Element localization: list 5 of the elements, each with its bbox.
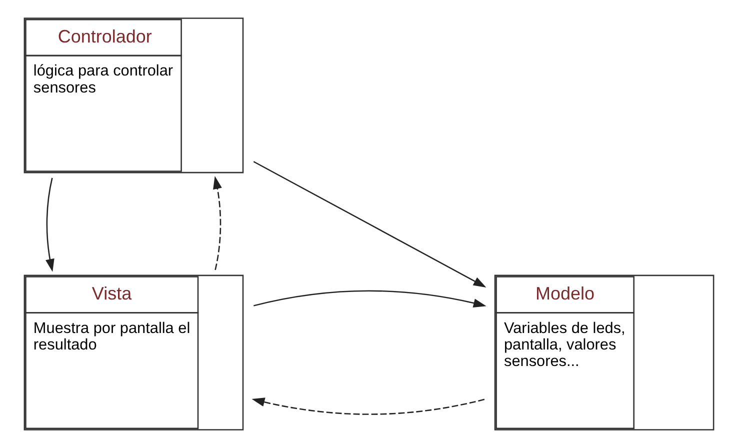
arrow xyxy=(212,176,222,270)
arrow xyxy=(45,178,54,272)
arrow xyxy=(253,290,486,308)
arrow xyxy=(252,161,486,288)
arrow xyxy=(251,398,484,415)
